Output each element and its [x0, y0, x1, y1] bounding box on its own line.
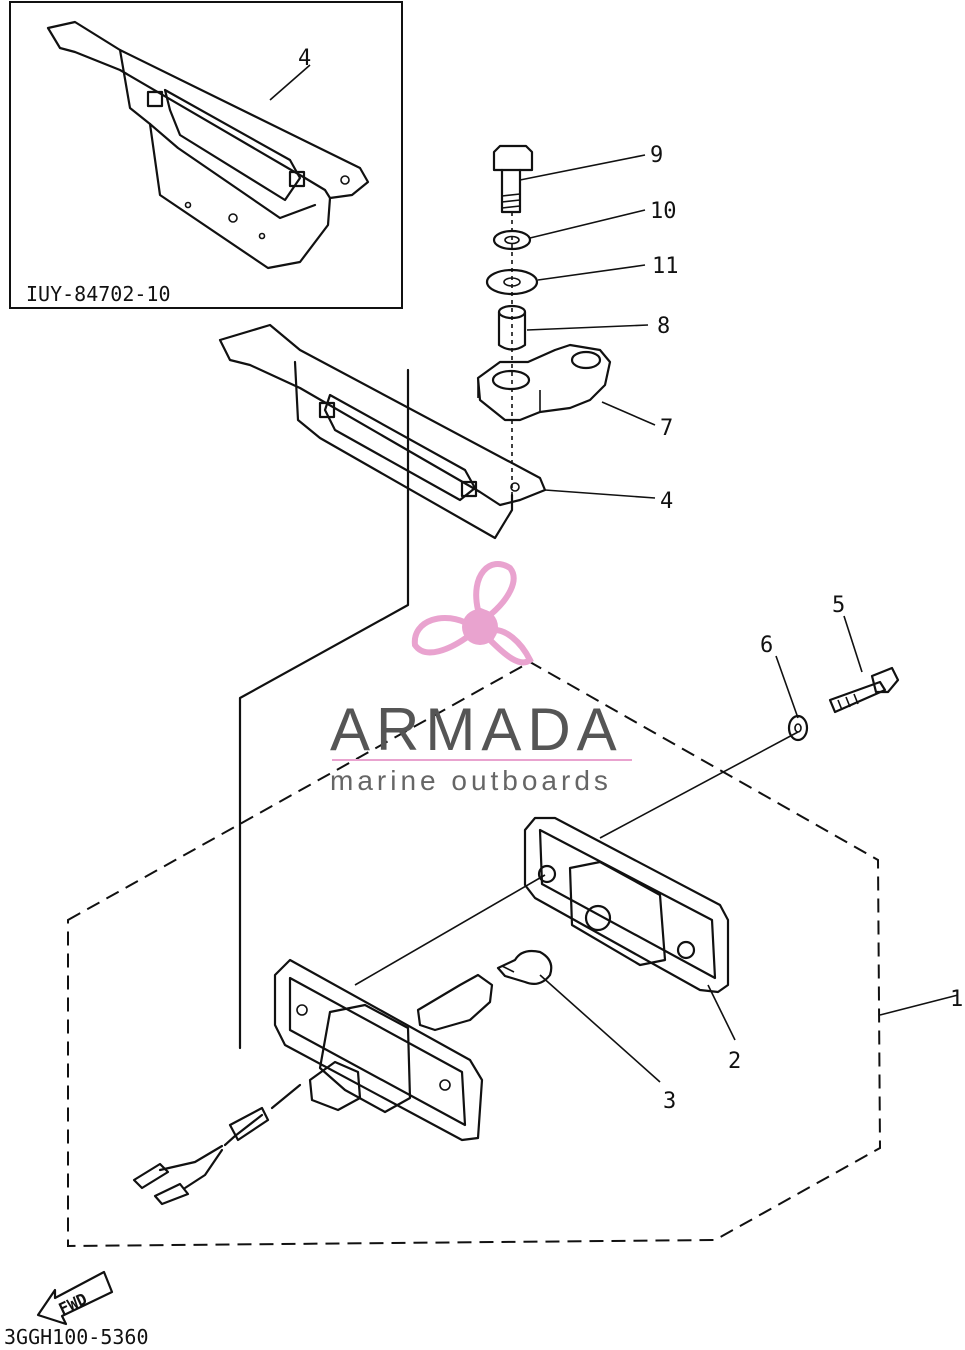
callout-7: 7	[660, 416, 673, 441]
drawing-code: 3GGH100-5360	[4, 1325, 149, 1349]
callout-10: 10	[650, 199, 677, 224]
fwd-arrow: FWD	[36, 1270, 114, 1326]
wire-harness	[132, 1083, 302, 1206]
lever-7	[476, 343, 612, 422]
bolt-9	[492, 144, 534, 214]
inset-panel: 4 IUY-84702-10	[9, 1, 403, 309]
callout-6: 6	[760, 633, 773, 658]
callout-8: 8	[657, 314, 670, 339]
callout-1: 1	[950, 987, 963, 1012]
bulb-3	[496, 949, 553, 985]
callout-4: 4	[660, 489, 673, 514]
fwd-label: FWD	[56, 1289, 90, 1318]
washer-6	[787, 714, 809, 742]
inset-bracket-drawing	[46, 20, 370, 270]
callout-2: 2	[728, 1049, 741, 1074]
plain-washer-11	[485, 268, 539, 296]
callout-3: 3	[663, 1089, 676, 1114]
lamp-base	[273, 958, 494, 1142]
bracket-drawing	[218, 323, 547, 540]
lamp-lens-2	[523, 816, 730, 994]
callout-11: 11	[652, 254, 679, 279]
inset-part-code: IUY-84702-10	[26, 282, 171, 306]
propeller-logo	[411, 561, 534, 666]
watermark-subtitle: marine outboards	[330, 765, 612, 796]
screw-5	[828, 666, 900, 714]
callout-9: 9	[650, 143, 663, 168]
watermark-title: ARMADA	[330, 696, 623, 763]
armada-watermark: ARMADA marine outboards	[330, 561, 632, 796]
callout-4-inset: 4	[298, 46, 311, 71]
callout-5: 5	[832, 593, 845, 618]
leader-lines	[354, 154, 959, 1083]
mounting-reference-line	[238, 368, 410, 1050]
